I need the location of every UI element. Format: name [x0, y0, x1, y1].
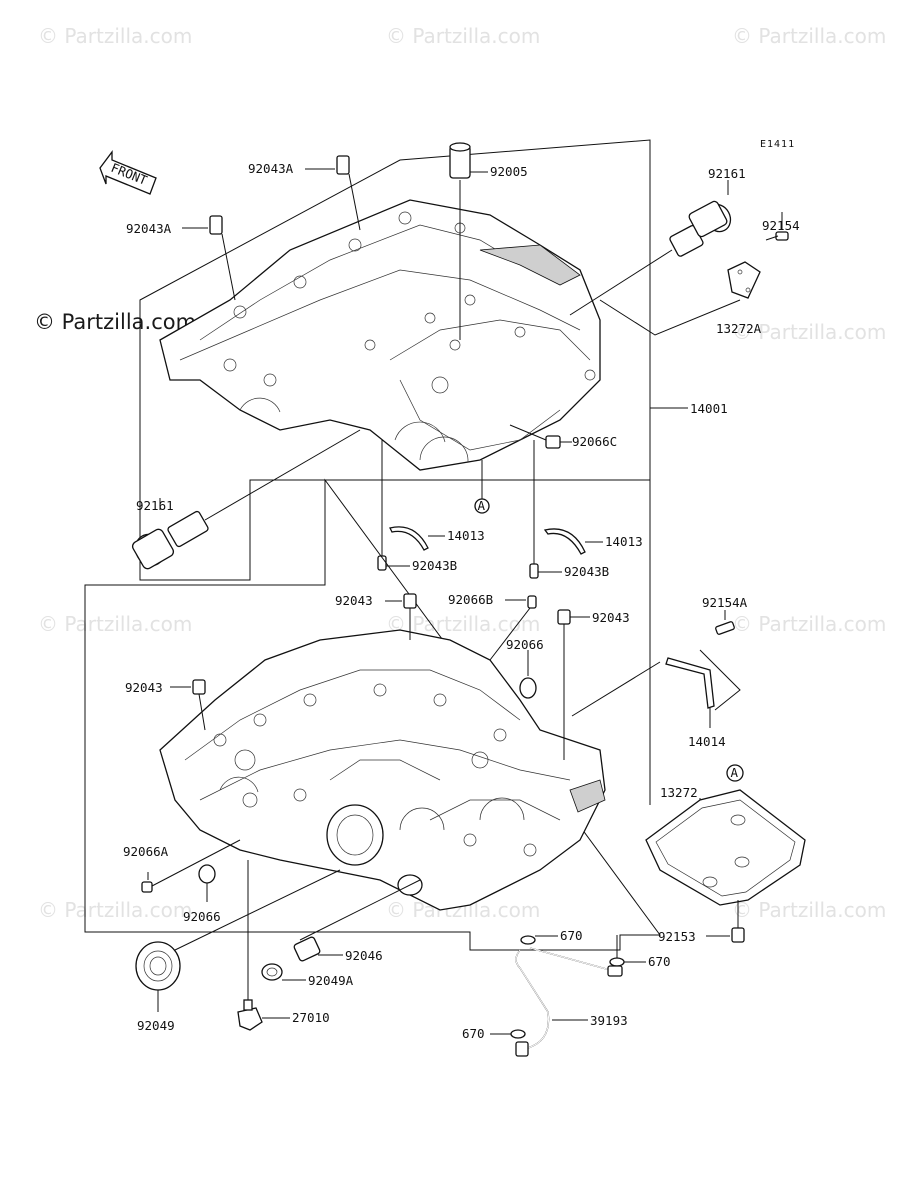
- part-label-670: 670: [462, 1026, 485, 1041]
- dowel-pin-92043A-top: [336, 155, 350, 175]
- filter-92161-left: [131, 510, 209, 570]
- watermark: © Partzilla.com: [38, 612, 193, 636]
- plug-92066B: [527, 595, 537, 609]
- plug-92066A: [141, 881, 153, 893]
- part-label-92154A: 92154A: [702, 595, 748, 610]
- part-label-92005: 92005: [490, 164, 528, 179]
- watermark: © Partzilla.com: [732, 612, 887, 636]
- plug-92066C: [545, 435, 561, 449]
- reference-mark-label: A: [731, 765, 739, 780]
- plug-92066-lower: [198, 864, 216, 884]
- part-label-92046: 92046: [345, 948, 383, 963]
- reference-mark-label: A: [478, 498, 486, 513]
- watermark: © Partzilla.com: [732, 898, 887, 922]
- watermark: © Partzilla.com: [38, 898, 193, 922]
- watermark: © Partzilla.com: [732, 24, 887, 48]
- filter-92161-top: [669, 200, 732, 257]
- part-label-92161: 92161: [708, 166, 746, 181]
- part-label-92161: 92161: [136, 498, 174, 513]
- reference-mark-A: [474, 498, 490, 514]
- part-label-92066: 92066: [183, 909, 221, 924]
- dowel-pin-92043A-left: [209, 215, 223, 235]
- oil-pipe-39193: [515, 947, 623, 1057]
- seal-92049A: [261, 963, 283, 981]
- part-label-92049: 92049: [137, 1018, 175, 1033]
- watermark-featured: © Partzilla.com: [34, 310, 197, 334]
- part-label-670: 670: [648, 954, 671, 969]
- dowel-92043B-right: [529, 563, 539, 579]
- part-label-14014: 14014: [688, 734, 726, 749]
- dowel-92043-mid: [403, 593, 417, 609]
- watermark: © Partzilla.com: [38, 24, 193, 48]
- watermark: © Partzilla.com: [732, 320, 887, 344]
- part-label-92066A: 92066A: [123, 844, 169, 859]
- upper-crankcase: [139, 139, 651, 581]
- part-label-13272: 13272: [660, 785, 698, 800]
- bearing-14013-right: [543, 528, 586, 555]
- front-arrow-icon: FRONT: [99, 150, 157, 195]
- bearing-14013-left: [389, 526, 429, 551]
- plate-14014: [665, 657, 715, 709]
- part-label-14013: 14013: [605, 534, 643, 549]
- bolt-92154: [765, 231, 789, 241]
- watermark: © Partzilla.com: [386, 24, 541, 48]
- bearing-92046: [293, 936, 321, 962]
- sleeve-92005: [449, 142, 471, 179]
- oil-seal-92049: [135, 941, 181, 991]
- oil-pan-gasket-13272: [645, 789, 806, 906]
- switch-27010: [237, 999, 263, 1031]
- oring-670-b: [609, 957, 625, 967]
- part-label-92043A: 92043A: [126, 221, 172, 236]
- part-label-92154: 92154: [762, 218, 800, 233]
- part-label-92066B: 92066B: [448, 592, 493, 607]
- part-label-92049A: 92049A: [308, 973, 354, 988]
- part-label-92066C: 92066C: [572, 434, 617, 449]
- part-label-39193: 39193: [590, 1013, 628, 1028]
- part-label-92043B: 92043B: [564, 564, 609, 579]
- reference-mark-A: [726, 764, 744, 782]
- oring-670-c: [510, 1029, 526, 1039]
- bolt-92154A: [715, 621, 735, 635]
- dowel-92043-left: [192, 679, 206, 695]
- part-label-92043: 92043: [592, 610, 630, 625]
- part-label-27010: 27010: [292, 1010, 330, 1025]
- oring-670-a: [520, 935, 536, 945]
- part-label-92043: 92043: [335, 593, 373, 608]
- part-label-670: 670: [560, 928, 583, 943]
- bolt-92153: [731, 927, 745, 943]
- gasket-plate-13272A: [727, 261, 761, 299]
- diagram-code: E1411: [760, 139, 795, 150]
- lower-crankcase: [159, 629, 606, 911]
- part-label-13272A: 13272A: [716, 321, 762, 336]
- part-label-92043: 92043: [125, 680, 163, 695]
- part-label-92153: 92153: [658, 929, 696, 944]
- dowel-92043-right: [557, 609, 571, 625]
- part-label-92043A: 92043A: [248, 161, 294, 176]
- part-label-14013: 14013: [447, 528, 485, 543]
- part-label-92066: 92066: [506, 637, 544, 652]
- part-label-14001: 14001: [690, 401, 728, 416]
- part-label-92043B: 92043B: [412, 558, 457, 573]
- plug-92066: [519, 677, 537, 699]
